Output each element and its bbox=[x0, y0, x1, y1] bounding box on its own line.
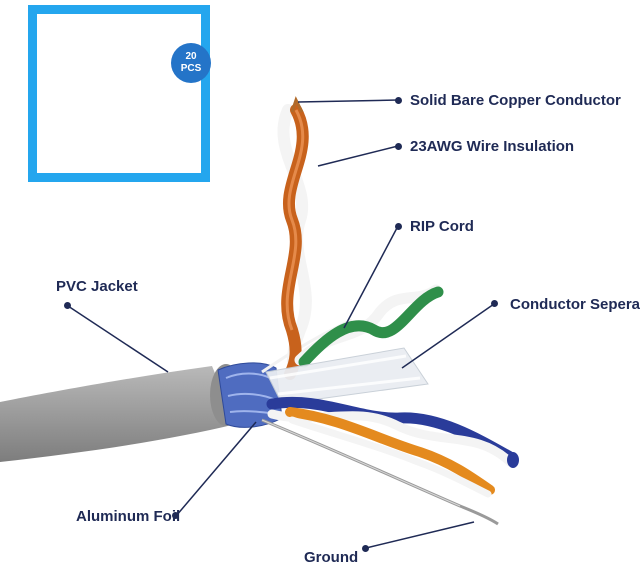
leader-conductor bbox=[297, 99, 399, 103]
dot-separator bbox=[491, 300, 498, 307]
leader-foil bbox=[175, 421, 257, 517]
badge-unit: PCS bbox=[180, 63, 202, 74]
pvc-jacket-body bbox=[0, 366, 236, 462]
leader-lines bbox=[67, 99, 495, 549]
label-ground: Ground bbox=[304, 549, 359, 566]
dot-rip-cord bbox=[395, 223, 402, 230]
quantity-badge: 20 PCS bbox=[171, 43, 211, 83]
dot-ground bbox=[362, 545, 369, 552]
dot-conductor bbox=[395, 97, 402, 104]
label-rip-cord: RIP Cord bbox=[410, 218, 474, 235]
leader-ground bbox=[365, 521, 475, 549]
dot-pvc-jacket bbox=[64, 302, 71, 309]
label-foil: Aluminum Foil bbox=[76, 508, 181, 525]
copper-conductor-tip bbox=[290, 96, 304, 113]
label-conductor: Solid Bare Copper Conductor bbox=[410, 92, 621, 109]
dot-foil bbox=[172, 512, 179, 519]
badge-count: 20 bbox=[185, 51, 197, 62]
leader-rip-cord bbox=[343, 225, 399, 329]
orange-white-lower-pair bbox=[285, 407, 495, 495]
label-insulation: 23AWG Wire Insulation bbox=[410, 138, 575, 155]
leader-pvc-jacket bbox=[67, 305, 169, 373]
label-separator: Conductor Seperator bbox=[510, 296, 640, 313]
product-inset: 20 PCS bbox=[28, 5, 211, 182]
dot-insulation bbox=[395, 143, 402, 150]
label-pvc-jacket: PVC Jacket bbox=[56, 278, 138, 295]
green-white-pair-green bbox=[298, 286, 444, 368]
leader-separator bbox=[401, 303, 495, 369]
leader-insulation bbox=[317, 145, 399, 167]
